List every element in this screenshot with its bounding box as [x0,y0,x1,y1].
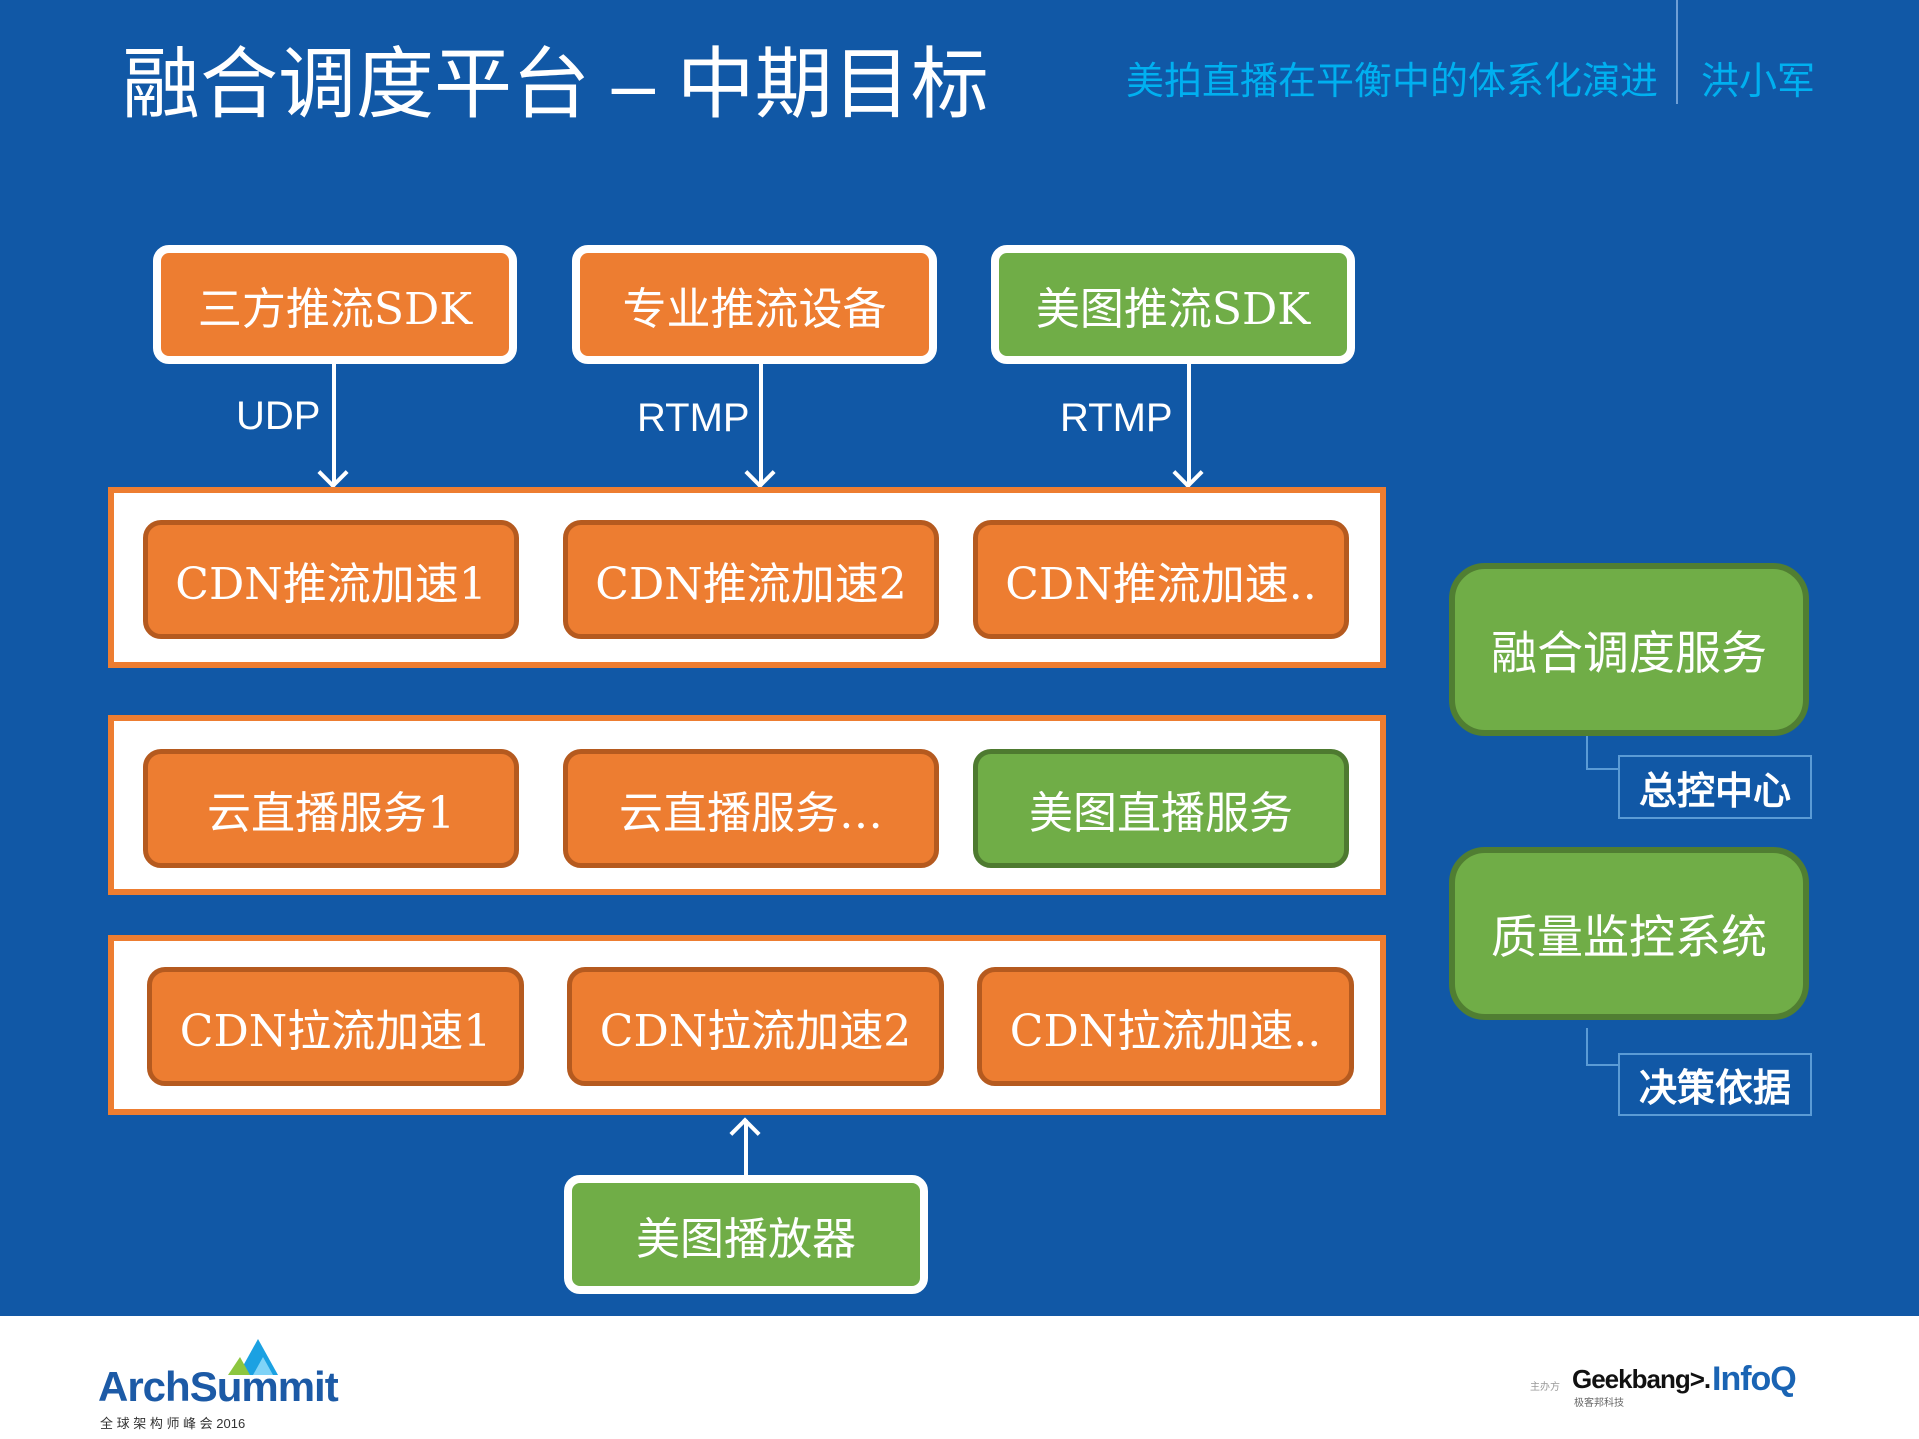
arrow-line [332,364,336,484]
source-meitu-sdk: 美图推流SDK [991,245,1355,364]
cloud-live-1: 云直播服务1 [143,749,519,868]
arrow-down-icon [1172,457,1204,489]
tag-decision-basis: 决策依据 [1618,1053,1812,1116]
push-cdn-2: CDN推流加速2 [563,520,939,639]
pull-cdn-1: CDN拉流加速1 [147,967,524,1086]
source-pro-device: 专业推流设备 [572,245,937,364]
arrow-down-icon [317,457,349,489]
arrow-up-icon [729,1117,761,1149]
protocol-label: UDP [236,394,321,438]
cloud-live-more: 云直播服务… [563,749,939,868]
connector-line [1586,736,1620,770]
logo-text: ArchSummit [98,1363,339,1410]
infoq-logo: InfoQ [1712,1360,1797,1398]
geekbang-logo: Geekbang>. [1572,1364,1711,1394]
source-third-party-sdk: 三方推流SDK [153,245,517,364]
connector-line [1586,1028,1620,1066]
arrow-down-icon [744,457,776,489]
push-cdn-1: CDN推流加速1 [143,520,519,639]
arrow-line [744,1120,748,1176]
organizer-label: 主办方 [1530,1382,1560,1393]
talk-subtitle: 美拍直播在平衡中的体系化演进 [1126,61,1659,103]
arrow-line [759,364,763,484]
arrow-line [1187,364,1191,484]
header-divider [1676,0,1678,104]
logo-subtext: 全 球 架 构 师 峰 会 2016 [100,1416,246,1431]
author-name: 洪小军 [1701,61,1816,103]
geekbang-subtext: 极客邦科技 [1574,1398,1624,1409]
pull-cdn-more: CDN拉流加速.. [977,967,1354,1086]
slide-background: 融合调度平台 – 中期目标 美拍直播在平衡中的体系化演进 洪小军 三方推流SDK… [0,0,1919,1316]
quality-monitoring-system: 质量监控系统 [1449,847,1809,1020]
pull-cdn-2: CDN拉流加速2 [567,967,944,1086]
tag-control-center: 总控中心 [1618,755,1812,819]
mountain-icon [228,1339,278,1375]
page-title: 融合调度平台 – 中期目标 [122,40,989,128]
meitu-player: 美图播放器 [564,1175,928,1294]
meitu-live-service: 美图直播服务 [973,749,1349,868]
fusion-scheduling-service: 融合调度服务 [1449,563,1809,736]
protocol-label: RTMP [1060,396,1173,440]
push-cdn-more: CDN推流加速.. [973,520,1349,639]
protocol-label: RTMP [637,396,750,440]
